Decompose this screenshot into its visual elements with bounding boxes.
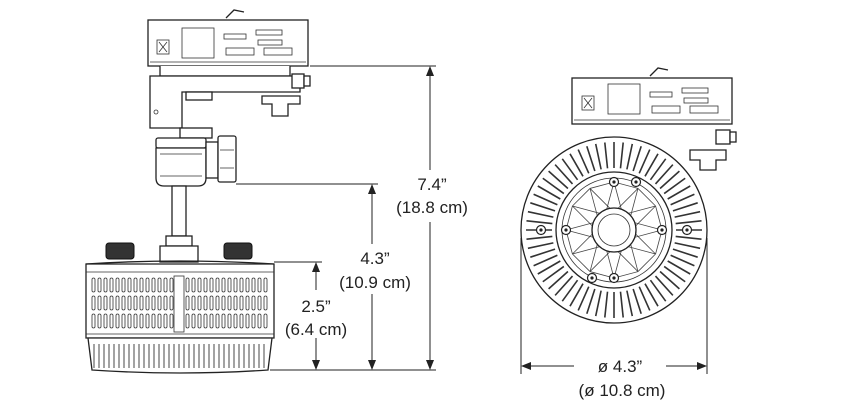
heatsink-vent-slots: [91, 275, 268, 333]
head-height-metric: (6.4 cm): [285, 320, 347, 339]
heatsink-bottom-ribs: [93, 344, 265, 368]
front-track-adapter: [571, 67, 737, 171]
diameter-imperial: ø 4.3”: [598, 357, 643, 376]
lamp-height-metric: (10.9 cm): [339, 273, 411, 292]
overall-height-imperial: 7.4”: [417, 175, 447, 194]
stem: [159, 185, 199, 263]
track-adapter: [147, 9, 311, 139]
head-height-imperial: 2.5”: [301, 297, 331, 316]
overall-height-dimension: 7.4” (18.8 cm): [396, 66, 468, 370]
front-view: ø 4.3” (ø 10.8 cm): [520, 67, 737, 400]
lamp-height-dimension: 4.3” (10.9 cm): [339, 184, 411, 370]
swivel-joint: [155, 135, 237, 187]
lamp-height-imperial: 4.3”: [360, 249, 390, 268]
lamp-head: [85, 242, 275, 374]
side-view: 7.4” (18.8 cm) 4.3” (10.9 cm) 2.5” (6.4 …: [85, 9, 468, 374]
mounting-screws: [535, 176, 693, 284]
diameter-dimension: ø 4.3” (ø 10.8 cm): [520, 238, 708, 400]
head-height-dimension: 2.5” (6.4 cm): [285, 262, 347, 370]
diameter-metric: (ø 10.8 cm): [579, 381, 666, 400]
overall-height-metric: (18.8 cm): [396, 198, 468, 217]
